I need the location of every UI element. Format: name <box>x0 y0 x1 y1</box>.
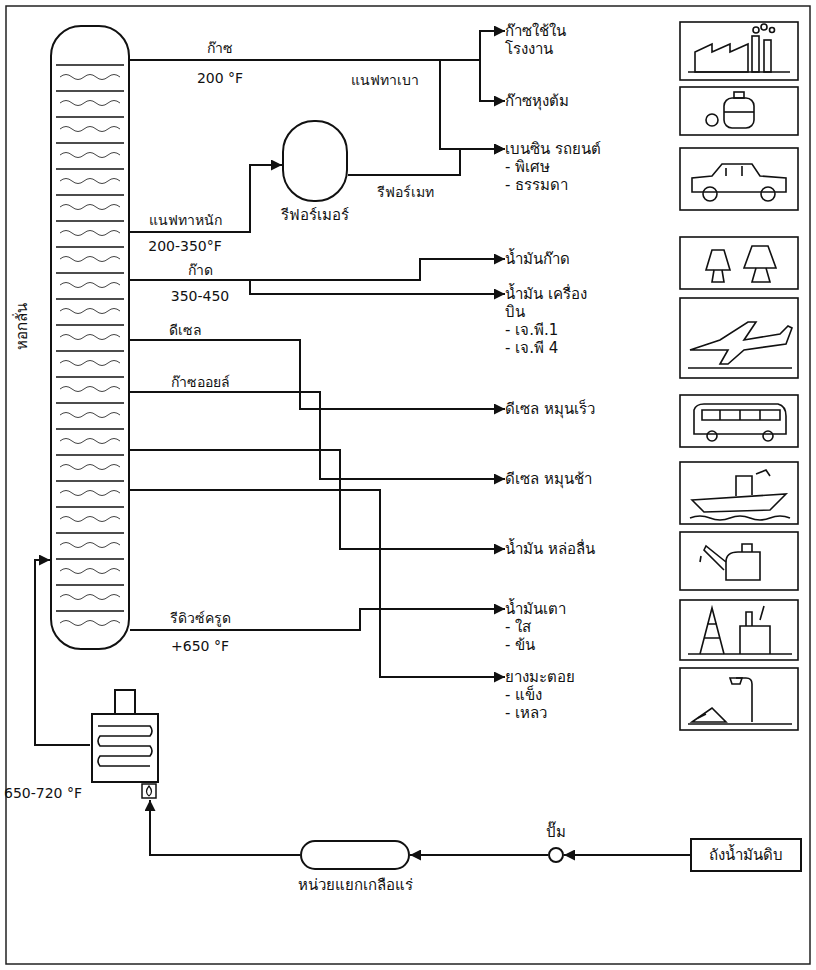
stream-label: ก๊าด <box>186 262 215 279</box>
car-picture <box>680 148 798 210</box>
node-text: หน่วยแยกเกลือแร่ <box>298 876 413 894</box>
jet-picture <box>680 298 798 378</box>
stream-label: ก๊าซ <box>205 40 235 57</box>
node-subtext: - ข้น <box>505 636 605 654</box>
flow-line <box>130 259 505 280</box>
pump-outline <box>548 847 564 863</box>
product-label: ดีเซล หมุนช้า <box>505 470 605 488</box>
flow-line <box>130 450 505 549</box>
gas-cylinder-picture <box>680 87 798 135</box>
flow-line <box>130 60 505 101</box>
flow-line <box>150 800 300 855</box>
node-text: ก๊าซหุงต้ม <box>505 92 605 110</box>
flow-line <box>130 609 505 630</box>
node-text: ก๊าซใช้ใน โรงงาน <box>505 22 605 58</box>
desalter: หน่วยแยกเกลือแร่ <box>300 840 410 870</box>
node-text: น้ำมันก๊าด <box>505 250 605 268</box>
node-text: หอกลั่น <box>13 281 31 371</box>
distillation-column-outline <box>50 25 130 650</box>
reformer-vessel-outline <box>282 120 348 202</box>
product-label: ดีเซล หมุนเร็ว <box>505 400 605 418</box>
temperature-label: 200 °F <box>195 70 245 87</box>
temperature-label: 200-350°F <box>146 238 224 255</box>
temperature-label: 350-450 <box>169 288 232 305</box>
product-label: น้ำมันก๊าด <box>505 250 605 268</box>
furnace: 650-720 °F <box>90 690 160 800</box>
node-text: น้ำมัน หล่อลื่น <box>505 540 605 558</box>
node-text: เบนซิน รถยนต์ <box>505 140 605 158</box>
product-label: น้ำมัน เครื่องบิน- เจ.พี.1- เจ.พี 4 <box>505 285 605 357</box>
flow-line <box>348 149 505 175</box>
product-label: น้ำมันเตา- ใส- ข้น <box>505 600 605 654</box>
node-text: ถังน้ำมันดิบ <box>690 838 802 872</box>
product-label: ก๊าซใช้ใน โรงงาน <box>505 22 605 58</box>
flow-line <box>130 490 505 677</box>
node-text: ดีเซล หมุนช้า <box>505 470 605 488</box>
stream-label: ดีเซล <box>167 322 204 339</box>
flow-line <box>130 340 505 409</box>
node-subtext: - พิเศษ <box>505 158 605 176</box>
stream-label: ก๊าซออยล์ <box>169 374 232 391</box>
boat-picture <box>680 462 798 524</box>
flow-line <box>130 165 282 232</box>
pump: ปั๊ม <box>548 847 564 863</box>
stream-label: แนฟทาเบา <box>349 72 421 89</box>
stream-label: รีดิวซ์ครูด <box>168 610 233 627</box>
node-text: ดีเซล หมุนเร็ว <box>505 400 605 418</box>
stream-label: แนฟทาหนัก <box>147 212 224 229</box>
node-text: รีฟอร์เมอร์ <box>281 206 349 224</box>
flow-line <box>130 392 505 479</box>
distillation-column: หอกลั่น <box>50 25 130 650</box>
product-label: ก๊าซหุงต้ม <box>505 92 605 110</box>
node-text: น้ำมันเตา <box>505 600 605 618</box>
oil-can-picture <box>680 532 798 590</box>
node-text: ยางมะตอย <box>505 668 605 686</box>
crude-tank: ถังน้ำมันดิบ <box>690 838 802 872</box>
flow-line <box>130 31 505 60</box>
node-subtext: - ธรรมดา <box>505 176 605 194</box>
flow-line <box>410 854 548 856</box>
oil-rig-picture <box>680 600 798 660</box>
node-subtext: - ใส <box>505 618 605 636</box>
node-subtext: - เจ.พี.1 <box>505 321 605 339</box>
desalter-outline <box>300 840 410 870</box>
node-subtext: - เจ.พี 4 <box>505 339 605 357</box>
node-text: 650-720 °F <box>4 784 82 802</box>
frame <box>6 6 810 964</box>
product-label: ยางมะตอย- แข็ง- เหลว <box>505 668 605 722</box>
node-text: น้ำมัน เครื่องบิน <box>505 285 605 321</box>
reformer-vessel: รีฟอร์เมอร์ <box>282 120 348 202</box>
bus-picture <box>680 395 798 447</box>
street-lamp-picture <box>680 668 798 730</box>
factory-picture <box>680 22 798 80</box>
product-label: น้ำมัน หล่อลื่น <box>505 540 605 558</box>
lamp-picture <box>680 237 798 289</box>
temperature-label: +650 °F <box>169 638 231 655</box>
node-subtext: - เหลว <box>505 704 605 722</box>
product-label: เบนซิน รถยนต์- พิเศษ- ธรรมดา <box>505 140 605 194</box>
stream-label: รีฟอร์เมท <box>375 184 436 201</box>
node-text: ปั๊ม <box>546 823 566 841</box>
furnace-outline <box>90 690 160 800</box>
node-subtext: - แข็ง <box>505 686 605 704</box>
flow-line <box>564 854 690 856</box>
